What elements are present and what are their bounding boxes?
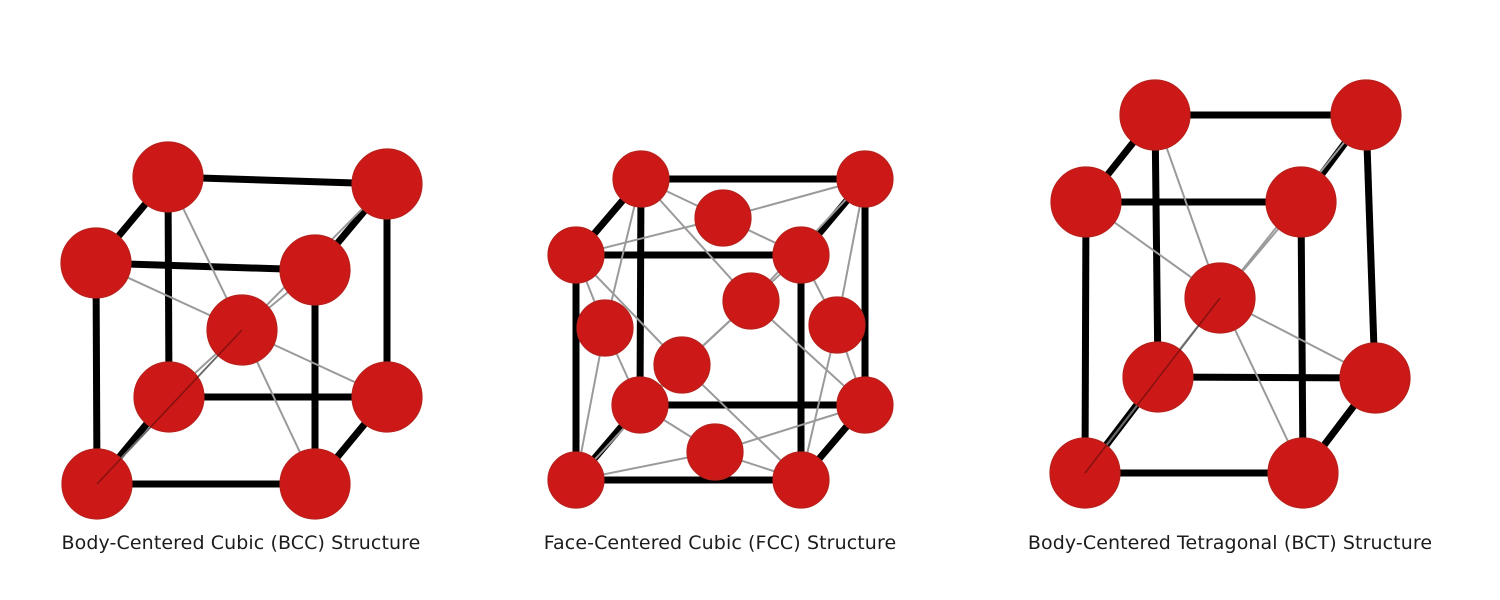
atom-front-top-right: [772, 226, 830, 284]
atom-back-top-left: [132, 141, 204, 213]
atom-back-bottom-right: [351, 361, 423, 433]
atom-back-bottom-right: [836, 376, 894, 434]
atom-front-top-right: [279, 234, 351, 306]
atom-back-bottom-right: [1339, 342, 1411, 414]
cell-edge: [164, 176, 173, 398]
atom-top-face-center: [694, 189, 752, 247]
atom-back-top-right: [836, 150, 894, 208]
atom-back-bottom-left: [611, 376, 669, 434]
atom-right-face-center: [808, 296, 866, 354]
fcc-label: Face-Centered Cubic (FCC) Structure: [543, 532, 897, 554]
bct-atoms: [1049, 79, 1411, 509]
atom-front-top-left: [547, 226, 605, 284]
atom-front-bottom-left: [61, 448, 133, 520]
atom-front-top-left: [1050, 166, 1122, 238]
atom-left-face-center: [576, 299, 634, 357]
cell-edge: [1297, 201, 1307, 474]
bct-label: Body-Centered Tetragonal (BCT) Structure: [1027, 532, 1433, 554]
fcc-structure: [547, 150, 894, 509]
atom-front-face-center: [653, 336, 711, 394]
atom-back-top-left: [612, 150, 670, 208]
atom-back-bottom-left: [133, 361, 205, 433]
atom-body-center: [206, 294, 278, 366]
atom-back-bottom-left: [1122, 341, 1194, 413]
cell-edge: [1081, 201, 1090, 474]
atom-back-face-center: [722, 272, 780, 330]
atom-back-top-right: [1330, 79, 1402, 151]
diagonal-overlay-line: [96, 329, 243, 485]
atom-body-center: [1184, 262, 1256, 334]
fcc-edges: [572, 175, 869, 484]
cell-edge: [636, 178, 645, 406]
atom-front-top-left: [60, 227, 132, 299]
cell-edge: [92, 262, 101, 485]
cell-edge: [1362, 114, 1379, 379]
atom-bottom-face-center: [686, 423, 744, 481]
cell-edge: [95, 259, 316, 274]
diagonal-overlay-line: [1084, 297, 1221, 474]
bcc-structure: [60, 141, 423, 520]
atom-front-bottom-left: [547, 451, 605, 509]
fcc-atoms: [547, 150, 894, 509]
bct-structure: [1049, 79, 1411, 509]
atom-front-bottom-left: [1049, 437, 1121, 509]
cell-edge: [1157, 373, 1376, 382]
atom-front-bottom-right: [1267, 437, 1339, 509]
atom-back-top-right: [351, 148, 423, 220]
bcc-atoms: [60, 141, 423, 520]
bcc-label: Body-Centered Cubic (BCC) Structure: [61, 532, 421, 554]
atom-front-bottom-right: [279, 448, 351, 520]
cell-edge: [167, 173, 388, 188]
atom-front-bottom-right: [772, 451, 830, 509]
atom-back-top-left: [1119, 79, 1191, 151]
atom-front-top-right: [1265, 166, 1337, 238]
cell-edge: [1151, 114, 1162, 378]
